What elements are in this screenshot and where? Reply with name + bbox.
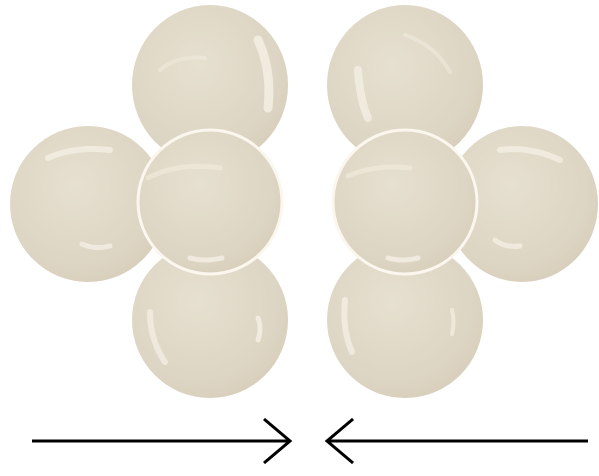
right-pointing-arrow xyxy=(32,417,293,465)
right-side-balloon xyxy=(446,126,598,282)
right-bottom-balloon xyxy=(327,242,483,398)
left-side-balloon xyxy=(10,126,166,282)
left-top-balloon xyxy=(132,5,288,165)
right-balloon-cluster xyxy=(327,5,598,398)
left-balloon-cluster xyxy=(10,5,288,398)
right-top-balloon xyxy=(327,5,483,165)
left-pointing-arrow xyxy=(324,417,588,465)
left-bottom-balloon xyxy=(132,242,288,398)
right-center-balloon xyxy=(331,128,479,276)
left-center-balloon xyxy=(136,128,284,276)
